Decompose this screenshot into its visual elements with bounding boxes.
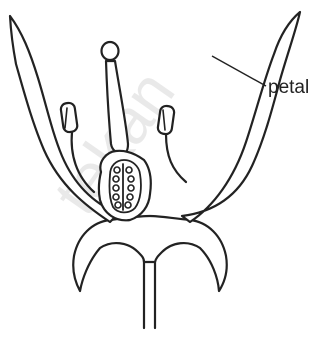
left-anther	[60, 102, 78, 133]
flower-stalk	[144, 258, 155, 328]
petal-leader-line	[212, 56, 266, 86]
ovule	[125, 202, 131, 208]
ovule	[113, 176, 119, 182]
stigma	[102, 42, 119, 60]
ovule	[113, 194, 119, 200]
ovule	[128, 185, 134, 191]
ovule	[114, 167, 120, 173]
right-anther	[157, 105, 175, 135]
right-stamen-filament	[166, 134, 186, 182]
petal-label: petal	[268, 77, 309, 98]
receptacle-and-sepals	[73, 216, 226, 291]
ovule	[115, 202, 121, 208]
ovule	[128, 176, 134, 182]
right-petal	[182, 12, 300, 222]
ovary	[99, 151, 151, 220]
ovule	[113, 185, 119, 191]
ovule	[127, 194, 133, 200]
ovule	[126, 167, 132, 173]
